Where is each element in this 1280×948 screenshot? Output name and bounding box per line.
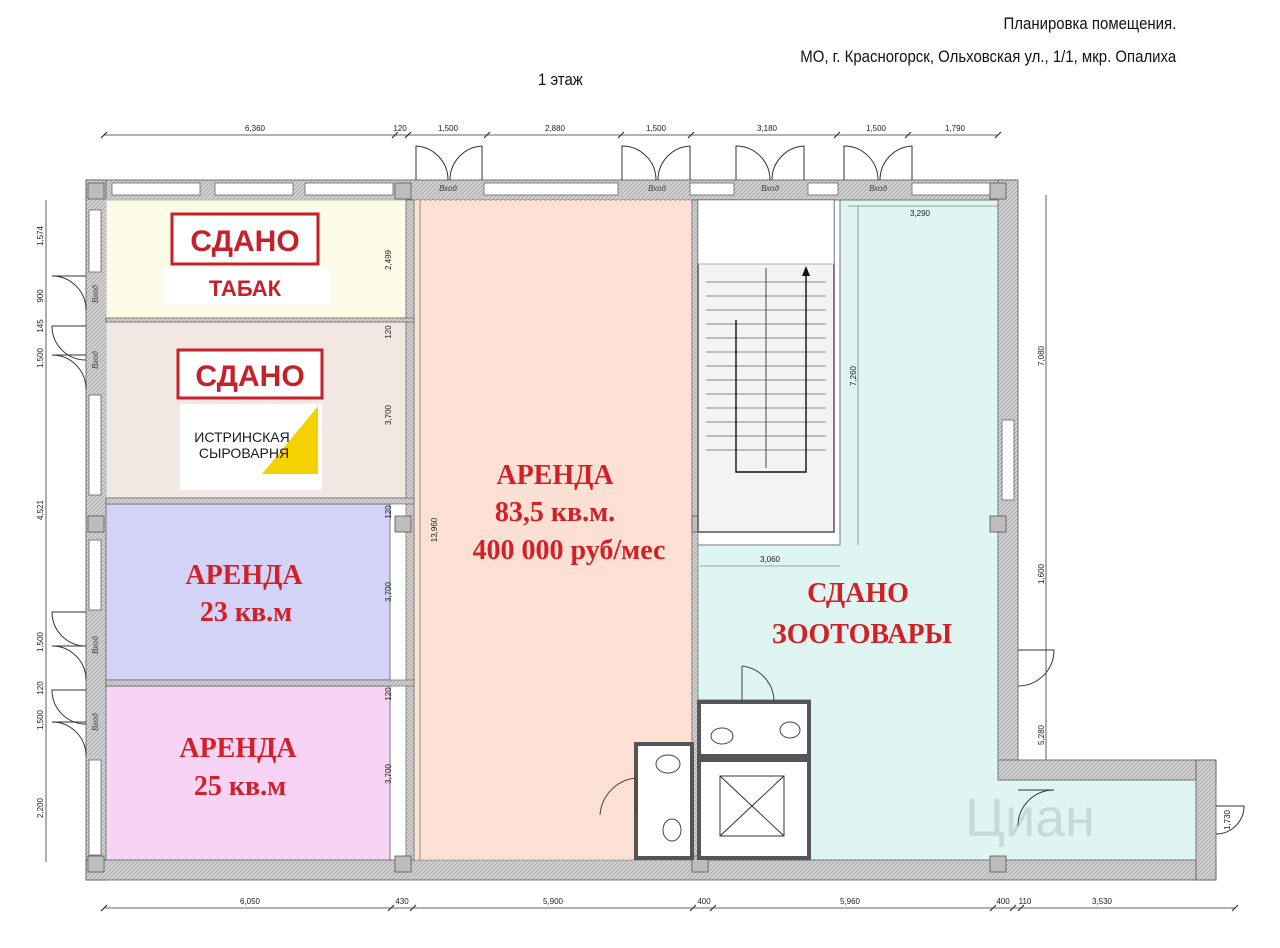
watermark: Циан bbox=[965, 788, 1095, 848]
dim-left-5: 4,521 bbox=[36, 499, 45, 520]
doors bbox=[51, 145, 1245, 835]
stairwell bbox=[697, 199, 835, 533]
dim-bottom-4: 400 bbox=[697, 897, 711, 906]
entrance-label-4: Вход bbox=[869, 184, 887, 193]
dimension-lines bbox=[45, 134, 1235, 909]
dim-2499: 2,499 bbox=[384, 249, 393, 270]
rent83-line3: 400 000 руб/мес bbox=[473, 535, 666, 566]
dim-top-7: 1,500 bbox=[866, 124, 887, 133]
tenant-tabak-bg bbox=[164, 268, 330, 304]
tenant-tabak: ТАБАК bbox=[209, 276, 282, 301]
dim-left-6: 1,500 bbox=[36, 631, 45, 652]
status-cheese: СДАНО bbox=[195, 360, 304, 393]
dim-7260: 7,260 bbox=[849, 365, 858, 386]
dim-left-7: 120 bbox=[36, 681, 45, 695]
stamp-cheese bbox=[176, 348, 324, 400]
dim-bottom-6: 400 bbox=[996, 897, 1010, 906]
zoo-line1: СДАНО bbox=[807, 578, 909, 609]
dim-top-3: 1,500 bbox=[438, 124, 459, 133]
dim-left-3: 145 bbox=[36, 319, 45, 333]
entrance-label-7: Вход bbox=[91, 636, 100, 654]
dim-top-1: 6,360 bbox=[245, 124, 266, 133]
dim-3290: 3,290 bbox=[910, 209, 931, 218]
dim-bottom-8: 3,530 bbox=[1092, 897, 1113, 906]
plan-address: МО, г. Красногорск, Ольховская ул., 1/1,… bbox=[800, 47, 1176, 66]
dim-top-2: 120 bbox=[393, 124, 407, 133]
dim-120-b: 120 bbox=[384, 505, 393, 519]
dim-3700-a: 3,700 bbox=[384, 404, 393, 425]
dim-bottom-7: 110 bbox=[1019, 897, 1032, 906]
dim-top-8: 1,790 bbox=[945, 124, 966, 133]
dim-7080: 7,080 bbox=[1037, 345, 1046, 366]
dim-3700-b: 3,700 bbox=[384, 581, 393, 602]
cheese-logo-line2: СЫРОВАРНЯ bbox=[199, 445, 289, 461]
dim-3700-c: 3,700 bbox=[384, 763, 393, 784]
room-rent-23 bbox=[105, 503, 391, 681]
dim-top-4: 2,880 bbox=[545, 124, 566, 133]
entrance-label-3: Вход bbox=[761, 184, 779, 193]
dim-1600: 1,600 bbox=[1037, 563, 1046, 584]
entrance-label-2: Вход bbox=[648, 184, 666, 193]
rent25-line2: 25 кв.м bbox=[194, 771, 286, 802]
dim-1730: 1,730 bbox=[1223, 809, 1232, 830]
dim-left-4: 1,500 bbox=[36, 347, 45, 368]
plan-title: Планировка помещения. bbox=[1003, 14, 1176, 33]
entrance-label-8: Вход bbox=[91, 713, 100, 731]
cheese-logo-line1: ИСТРИНСКАЯ bbox=[194, 429, 289, 445]
status-tabak: СДАНО bbox=[190, 225, 299, 258]
rent83-line2: 83,5 кв.м. bbox=[495, 497, 615, 528]
floor-label: 1 этаж bbox=[538, 70, 583, 89]
dim-top-5: 1,500 bbox=[646, 124, 667, 133]
stamp-tabak bbox=[170, 212, 320, 266]
dim-left-1: 1,574 bbox=[36, 225, 45, 246]
rent23-line2: 23 кв.м bbox=[200, 597, 292, 628]
dim-left-8: 1,500 bbox=[36, 709, 45, 730]
dim-13960: 13,960 bbox=[430, 517, 439, 542]
dim-left-2: 900 bbox=[36, 289, 45, 303]
dim-5280: 5,280 bbox=[1037, 724, 1046, 745]
dim-bottom-2: 430 bbox=[395, 897, 409, 906]
entrance-label-1: Вход bbox=[439, 184, 457, 193]
dim-bottom-1: 6,050 bbox=[240, 897, 261, 906]
room-rent-25 bbox=[105, 685, 391, 861]
dim-bottom-5: 5,960 bbox=[840, 897, 861, 906]
cheese-logo-triangle bbox=[262, 406, 318, 474]
dim-120-c: 120 bbox=[384, 687, 393, 701]
rent83-line1: АРЕНДА bbox=[496, 460, 614, 491]
dim-top-6: 3,180 bbox=[757, 124, 778, 133]
dim-3060: 3,060 bbox=[760, 555, 781, 564]
entrance-label-6: Вход bbox=[91, 351, 100, 369]
dim-bottom-3: 5,900 bbox=[543, 897, 564, 906]
windows bbox=[88, 182, 1015, 856]
entrance-label-5: Вход bbox=[91, 285, 100, 303]
dim-120-a: 120 bbox=[384, 325, 393, 339]
dim-left-9: 2,200 bbox=[36, 797, 45, 818]
rent23-line1: АРЕНДА bbox=[185, 560, 303, 591]
rent25-line1: АРЕНДА bbox=[179, 733, 297, 764]
zoo-line2: ЗООТОВАРЫ bbox=[772, 619, 953, 650]
wc-block bbox=[599, 665, 811, 860]
